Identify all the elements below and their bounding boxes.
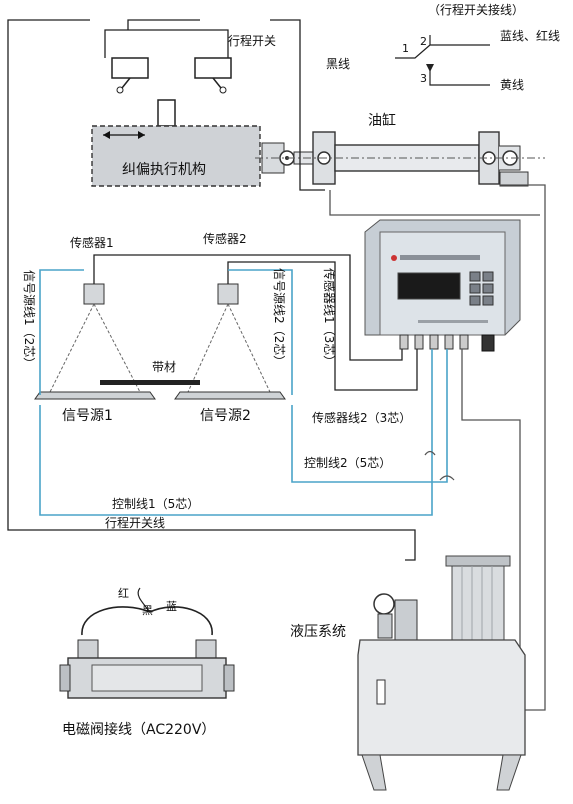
actuator: 纠偏执行机构 bbox=[91, 99, 261, 187]
sensors: 传感器1 传感器2 带材 信号源1 信号源2 bbox=[34, 231, 286, 424]
signal-source2 bbox=[174, 391, 286, 400]
hydraulic-unit: 液压系统 bbox=[290, 555, 526, 791]
blue-red-wire-label: 蓝线、红线 bbox=[500, 28, 560, 43]
control-line2-label: 控制线2（5芯） bbox=[304, 456, 391, 470]
travel-switch-right bbox=[194, 57, 232, 79]
black-wire-label: 黑线 bbox=[326, 57, 350, 71]
travel-switch-line-label: 行程开关线 bbox=[105, 515, 165, 530]
sensor1 bbox=[83, 283, 105, 305]
pin1-label: 1 bbox=[402, 42, 409, 55]
switch-wiring-symbol: （行程开关接线） 黑线 1 2 3 蓝线、红线 黄线 bbox=[326, 2, 560, 92]
travel-switch-label: 行程开关 bbox=[228, 33, 276, 48]
motor bbox=[451, 559, 505, 641]
strip-label: 带材 bbox=[152, 360, 176, 374]
yellow-wire-label: 黄线 bbox=[500, 78, 524, 92]
signal-line2-label: 信号源线2（2芯） bbox=[272, 268, 286, 367]
signal-source2-label: 信号源2 bbox=[200, 408, 251, 424]
travel-switch-left bbox=[111, 57, 149, 79]
black-wire-tag: 黑 bbox=[142, 604, 153, 617]
signal-source1 bbox=[34, 391, 156, 400]
pressure-gauge bbox=[373, 593, 395, 615]
hydraulic-system-label: 液压系统 bbox=[290, 624, 346, 640]
pin2-label: 2 bbox=[420, 35, 427, 48]
red-wire-label: 红 bbox=[118, 587, 129, 600]
switch-wiring-title: （行程开关接线） bbox=[428, 2, 524, 17]
cylinder-label: 油缸 bbox=[368, 112, 396, 129]
signal-source1-label: 信号源1 bbox=[62, 408, 113, 424]
hydraulic-tank bbox=[357, 639, 526, 756]
actuator-label: 纠偏执行机构 bbox=[122, 162, 206, 178]
valve-wiring-label: 电磁阀接线（AC220V） bbox=[62, 721, 215, 738]
wires bbox=[7, 19, 546, 711]
sensor2 bbox=[217, 283, 239, 305]
control-line1-label: 控制线1（5芯） bbox=[112, 497, 199, 511]
signal-line1-label: 信号源线1（2芯） bbox=[22, 270, 36, 369]
travel-switches: 行程开关 bbox=[104, 19, 276, 94]
strip bbox=[100, 380, 200, 385]
sensor2-label: 传感器2 bbox=[203, 231, 247, 246]
pin3-label: 3 bbox=[420, 72, 427, 85]
sensor-line2-label: 传感器线2（3芯） bbox=[312, 410, 411, 425]
wire-labels: 信号源线1（2芯） 信号源线2（2芯） 传感器线1（3芯） 传感器线2（3芯） … bbox=[22, 268, 411, 530]
controller bbox=[364, 219, 521, 352]
actuator-body bbox=[91, 125, 261, 187]
blue-wire-label: 蓝 bbox=[166, 600, 177, 613]
solenoid-valve: 红 黑 蓝 电磁阀接线（AC220V） bbox=[59, 587, 235, 738]
sensor1-label: 传感器1 bbox=[70, 235, 114, 250]
cylinder: 油缸 bbox=[255, 112, 545, 187]
controller-display bbox=[397, 272, 461, 300]
sensor-line1-label: 传感器线1（3芯） bbox=[322, 268, 337, 367]
